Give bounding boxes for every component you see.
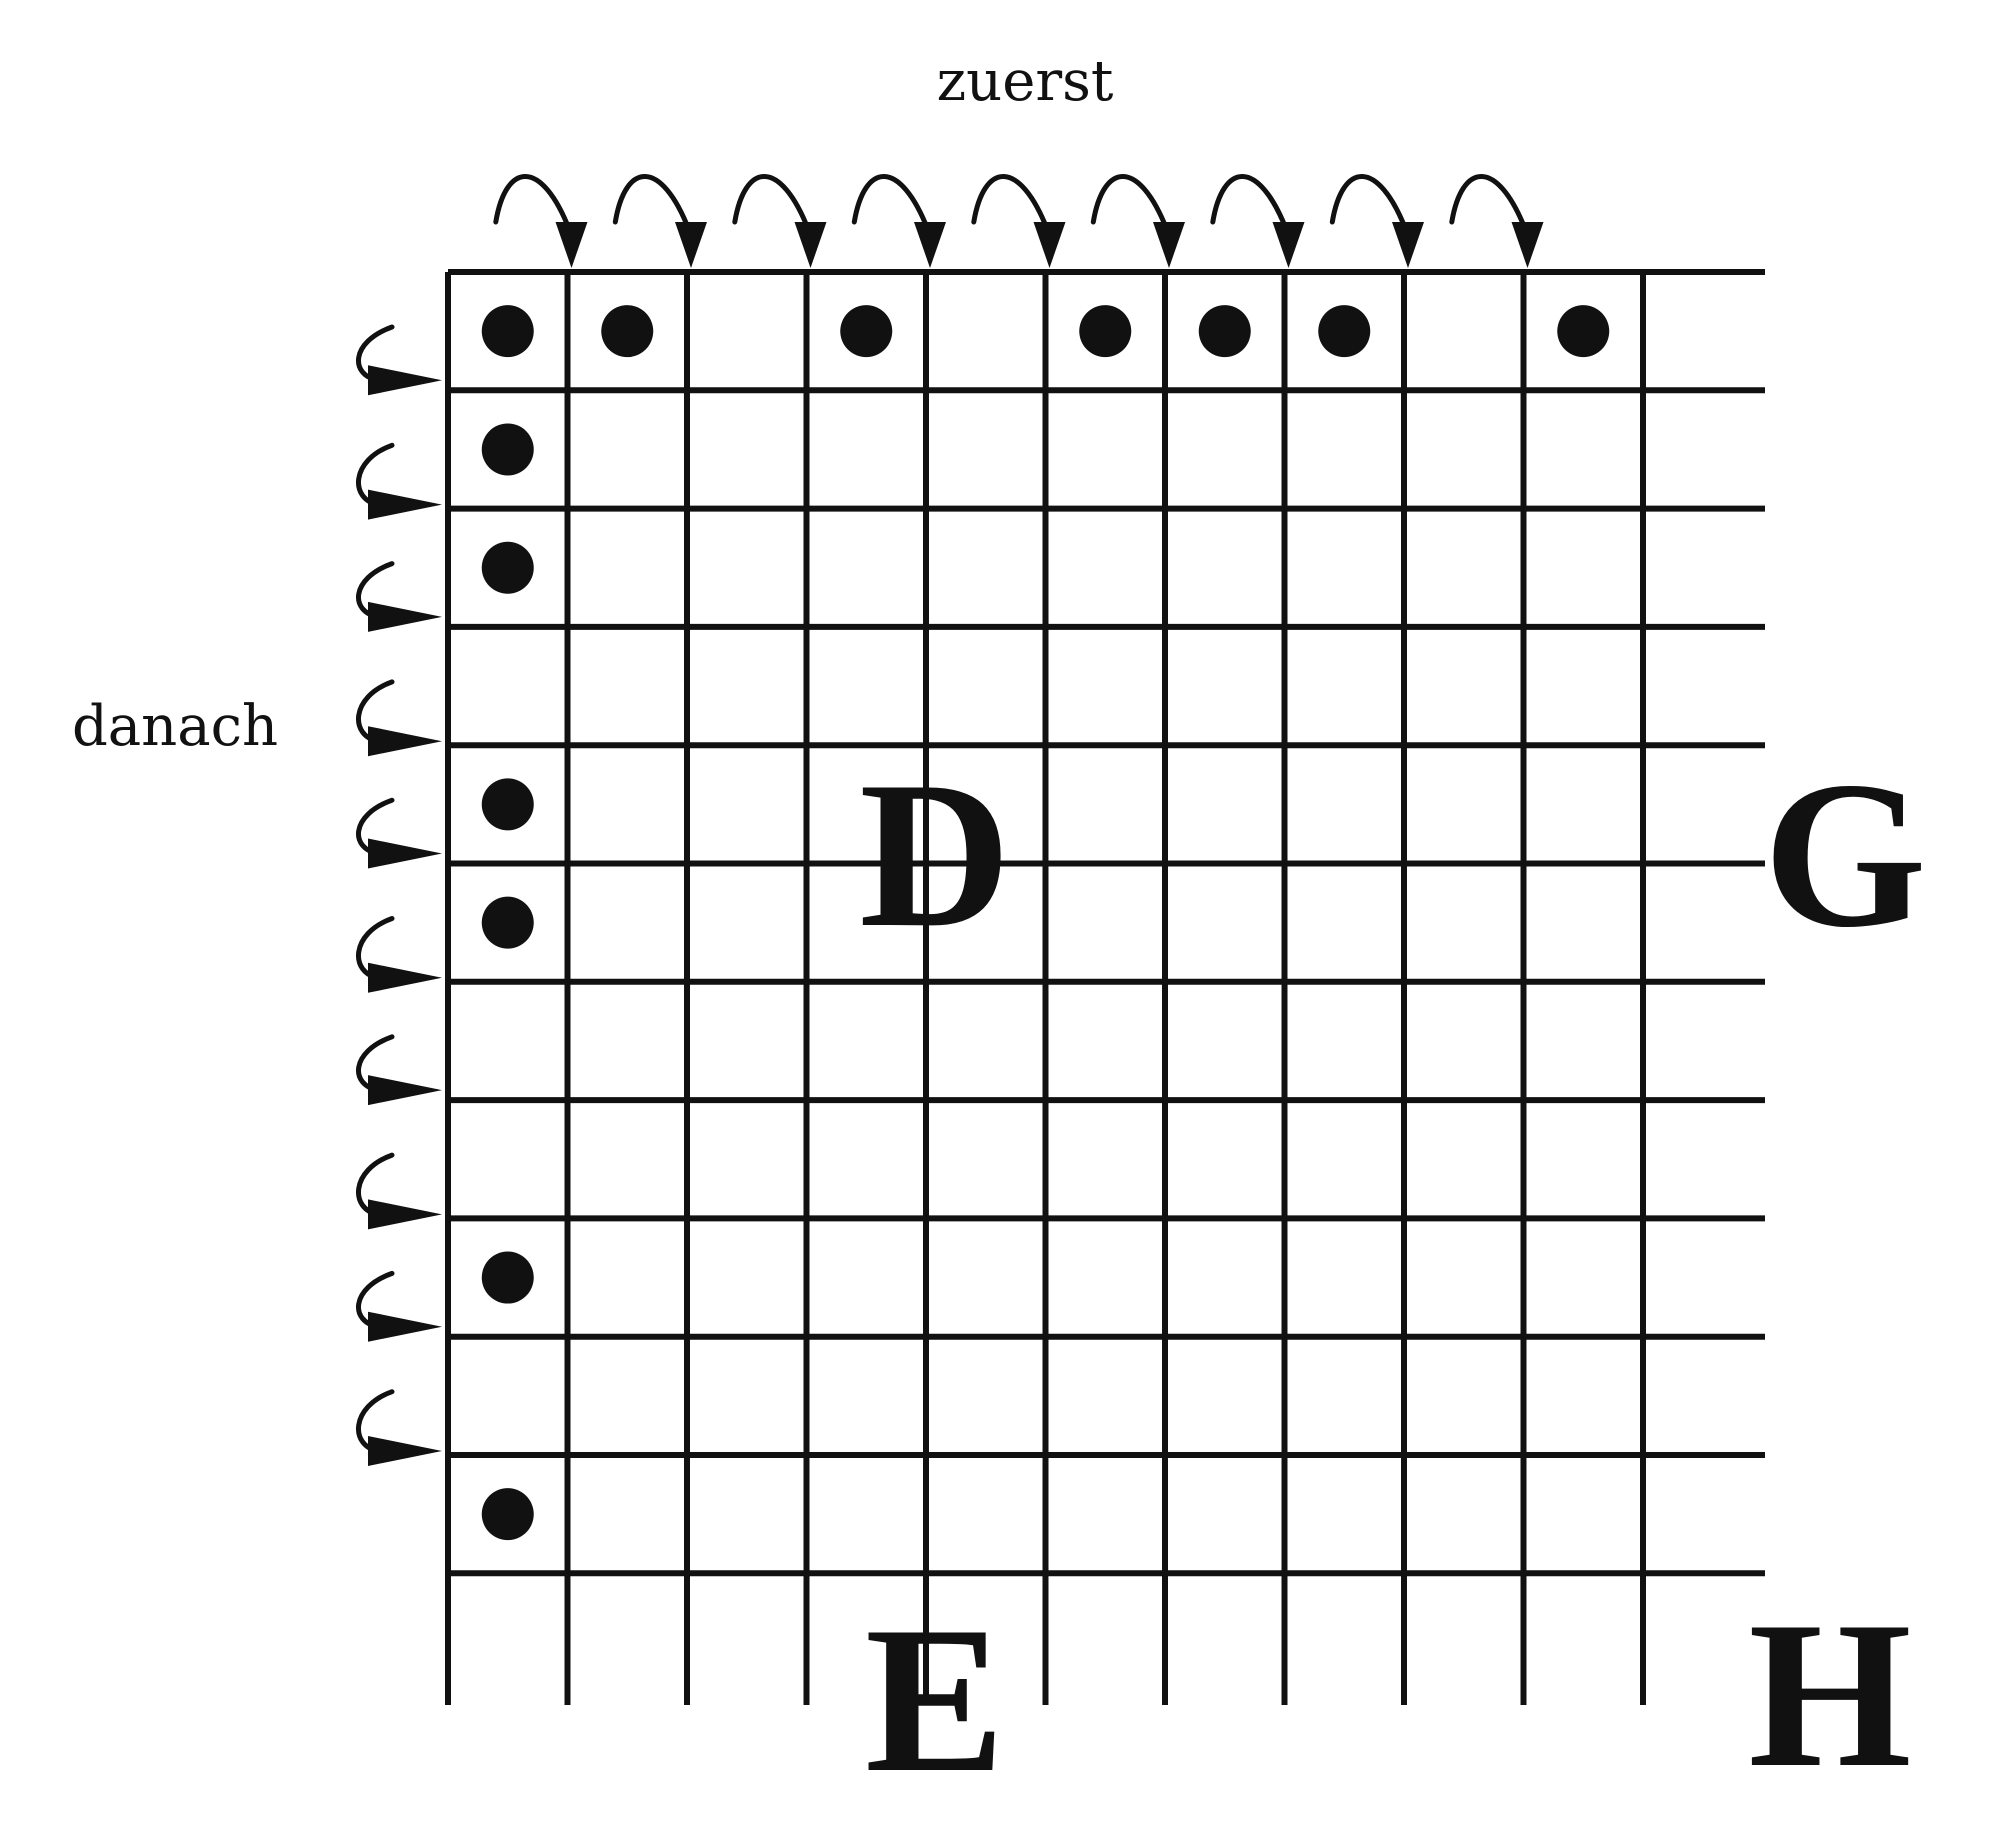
top-arrow-head [914,222,946,268]
label-danach: danach [72,694,278,759]
marked-cell-dot [481,423,534,476]
letter-d: D [859,739,1011,971]
left-column-arrows [356,324,442,1466]
top-arrow-curve [1090,174,1170,233]
top-arrow-curve [612,174,692,233]
letter-g: G [1763,739,1926,971]
letter-h: H [1748,1579,1911,1811]
left-arrow-head [368,962,442,993]
marked-cell-dot [481,896,534,949]
top-arrow-curve [493,174,572,233]
marked-cell-dot [481,305,534,358]
marked-cell-dot [481,541,534,594]
left-arrow-head [368,1075,442,1106]
marked-cell-dot [481,1488,534,1541]
letter-e: E [865,1584,1005,1816]
top-arrow-head [1392,222,1424,268]
top-arrow-curve [851,174,931,233]
marked-cells [481,305,1610,1541]
top-arrow-curve [1329,174,1409,233]
marked-cell-dot [601,305,654,358]
left-arrow-head [368,1311,442,1342]
left-arrow-head [368,726,442,757]
top-row-arrows [493,174,1544,268]
left-arrow-head [368,601,442,632]
left-arrow-head [368,489,442,520]
grid-lines [445,269,1765,1705]
marked-cell-dot [1318,305,1371,358]
left-arrow-head [368,1436,442,1466]
left-arrow-head [368,838,442,869]
top-arrow-curve [732,174,811,233]
top-arrow-head [555,222,588,268]
marked-cell-dot [840,305,893,358]
marked-cell-dot [1198,305,1251,358]
left-arrow-head [368,1199,442,1230]
marked-cell-dot [481,778,534,831]
top-arrow-head [794,222,827,268]
top-arrow-head [675,222,707,268]
top-arrow-curve [1210,174,1289,233]
label-zuerst: zuerst [937,49,1114,114]
top-arrow-head [1033,222,1066,268]
marked-cell-dot [481,1251,534,1304]
top-arrow-head [1511,222,1544,268]
top-arrow-curve [971,174,1050,233]
left-arrow-head [368,365,442,396]
marked-cell-dot [1557,305,1610,358]
top-arrow-head [1272,222,1305,268]
marked-cell-dot [1079,305,1132,358]
top-arrow-head [1153,222,1185,268]
top-arrow-curve [1449,174,1528,233]
